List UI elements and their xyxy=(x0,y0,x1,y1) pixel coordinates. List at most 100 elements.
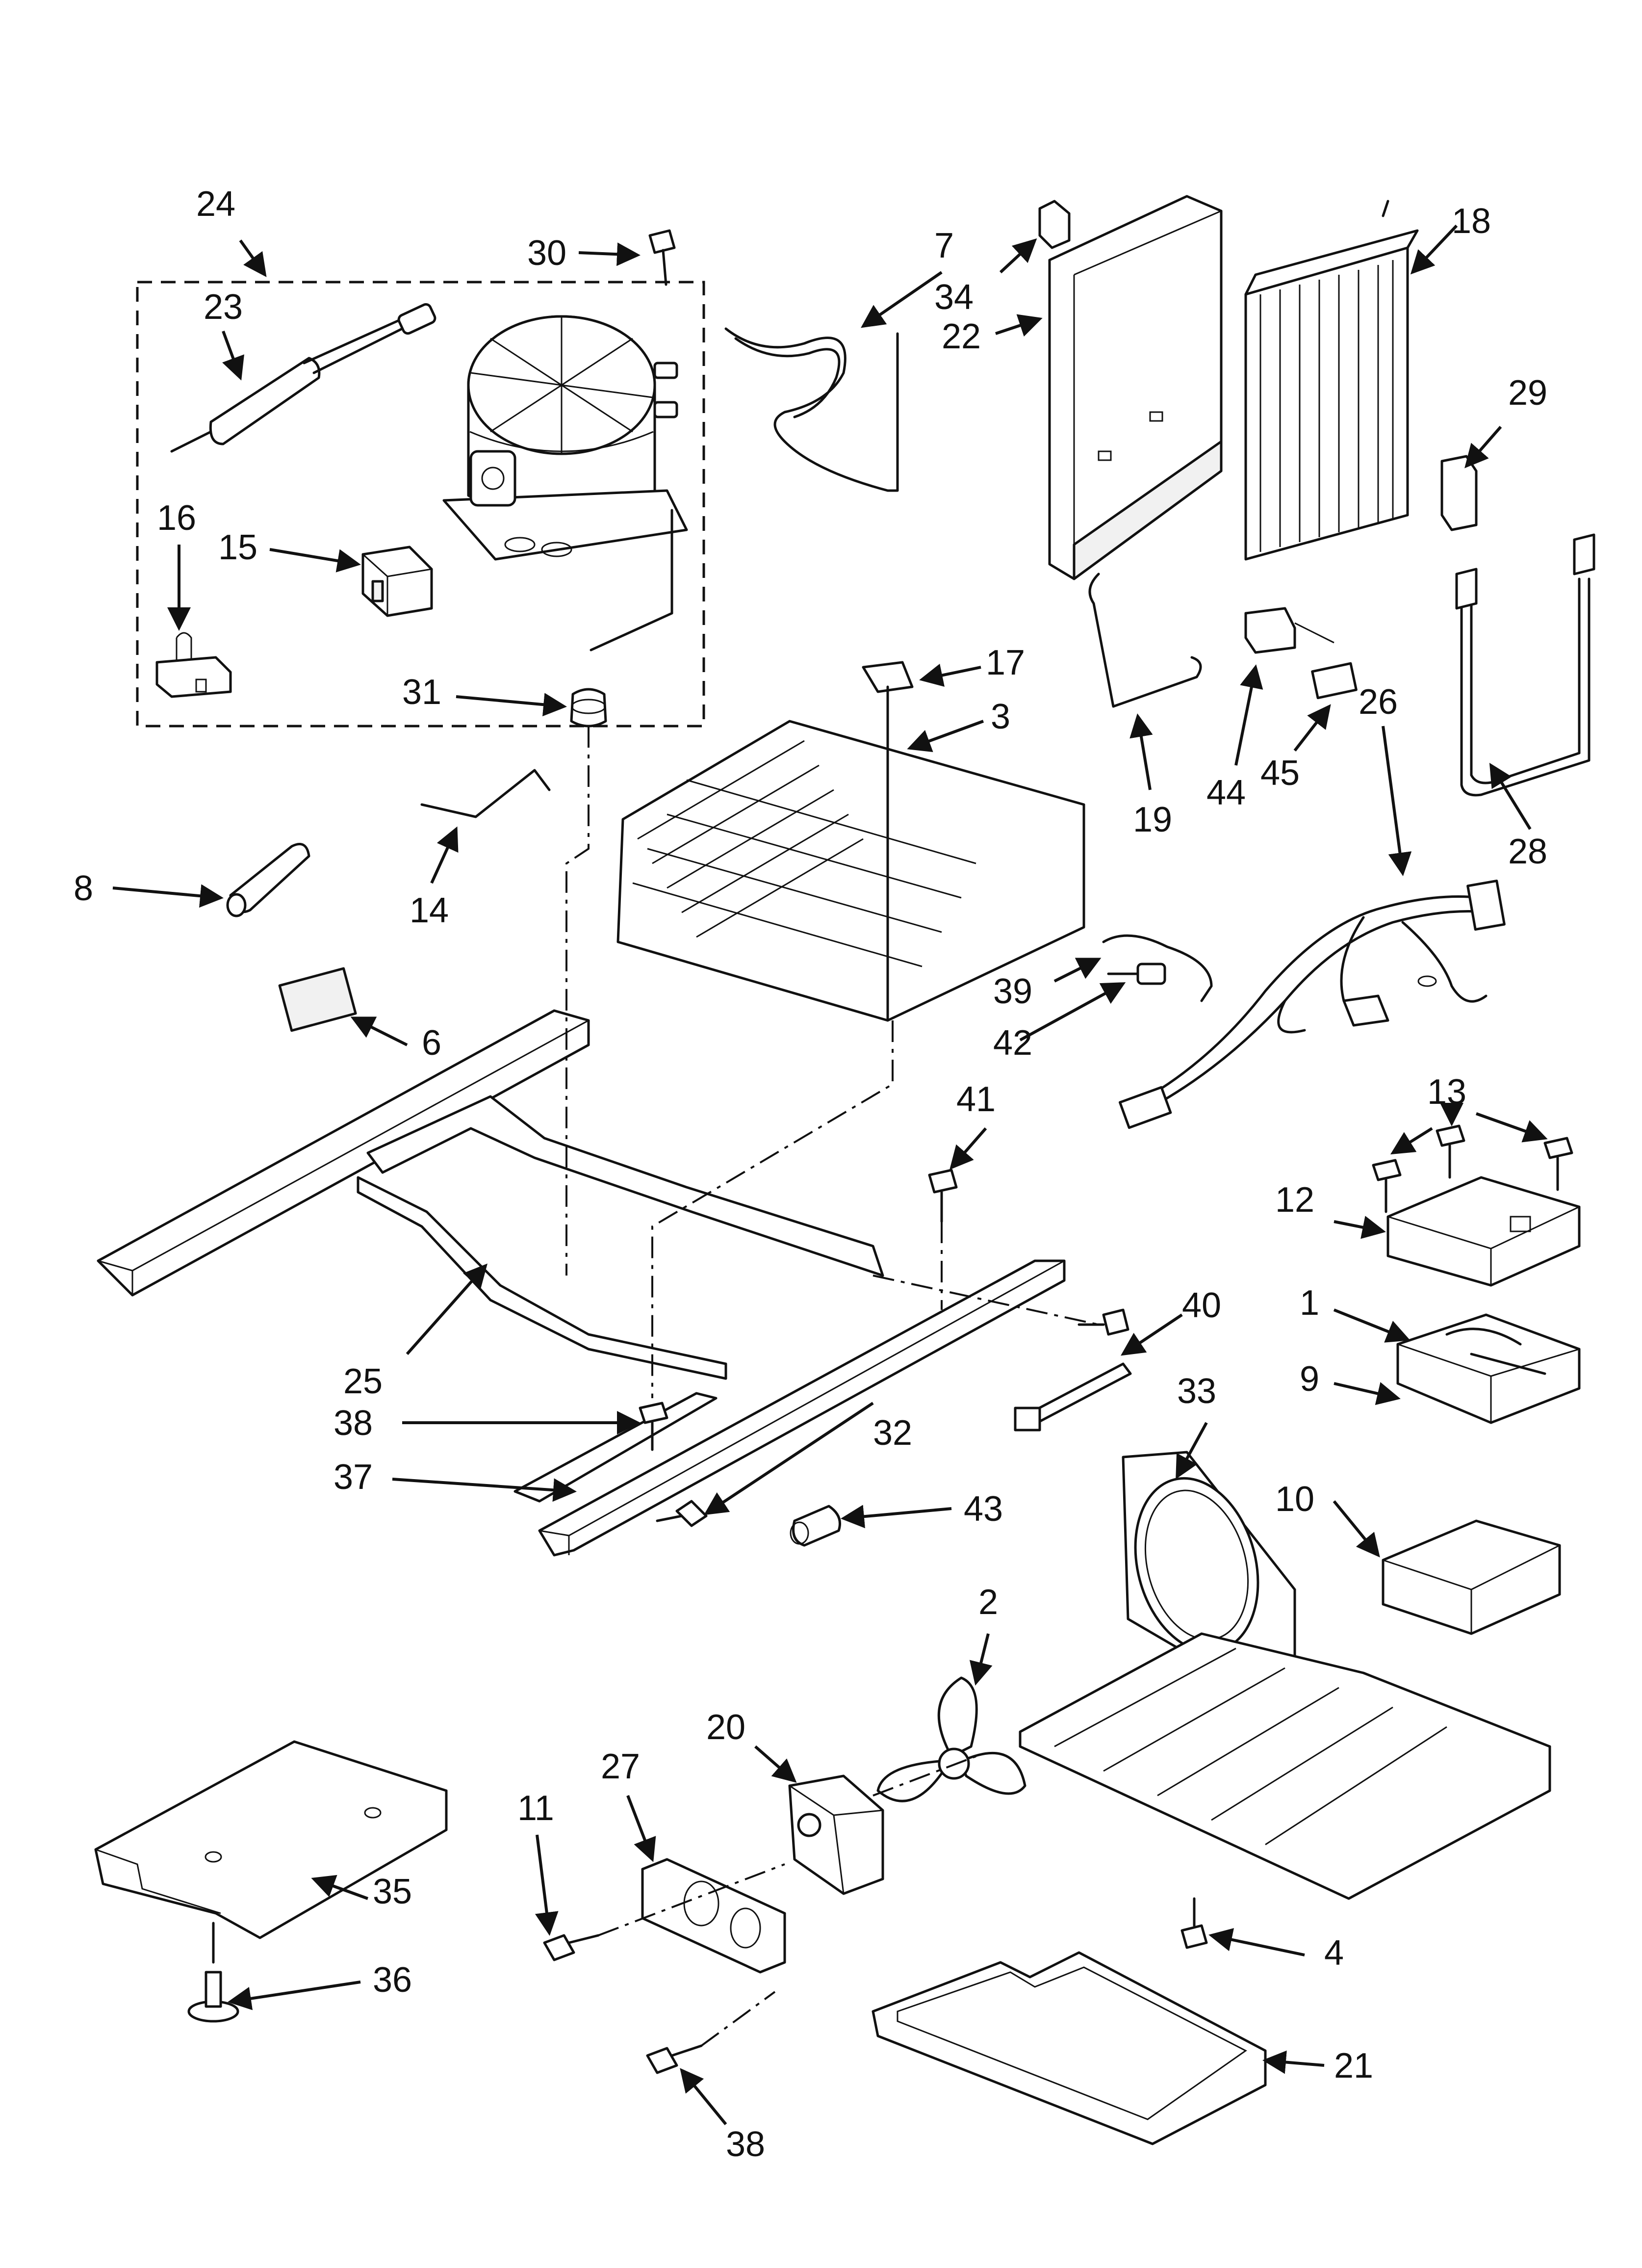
callout-33: 33 xyxy=(1177,1372,1216,1411)
wire-39-icon xyxy=(1102,934,1213,1002)
bottom-panel-icon xyxy=(94,1740,448,1939)
leader-42 xyxy=(1019,982,1126,1042)
leader-15 xyxy=(269,548,361,573)
leader-26 xyxy=(1382,726,1412,876)
leader-8 xyxy=(112,884,224,908)
grommet-icon xyxy=(570,688,607,728)
callout-45: 45 xyxy=(1260,754,1300,793)
callout-36: 36 xyxy=(373,1960,412,2000)
callout-26: 26 xyxy=(1359,682,1398,722)
cylinder-icon xyxy=(226,843,310,917)
leader-30 xyxy=(578,242,641,266)
compressor-assembly-box xyxy=(136,281,705,728)
leader-13a xyxy=(1390,1127,1433,1155)
callout-30: 30 xyxy=(527,234,566,273)
leader-39 xyxy=(1053,958,1102,983)
leader-32 xyxy=(703,1402,874,1515)
hook-icon xyxy=(1088,573,1202,708)
callout-41: 41 xyxy=(956,1080,996,1119)
board-tray-icon xyxy=(1382,1519,1561,1635)
callout-38a: 38 xyxy=(334,1404,373,1443)
leader-24 xyxy=(239,239,267,277)
screw-icon xyxy=(639,1402,668,1451)
leader-23 xyxy=(222,330,245,381)
callout-12: 12 xyxy=(1275,1180,1314,1220)
leader-1 xyxy=(1333,1308,1411,1343)
screw-icon xyxy=(543,1934,600,1961)
foot-icon xyxy=(187,1971,239,2023)
fan-shroud-icon xyxy=(1122,1451,1296,1689)
drier-icon xyxy=(170,303,436,453)
callout-35: 35 xyxy=(373,1872,412,1911)
base-frame-icon xyxy=(97,1009,1066,1557)
callout-3: 3 xyxy=(991,697,1010,736)
leader-31 xyxy=(456,693,567,717)
leader-45 xyxy=(1293,704,1331,752)
callout-27: 27 xyxy=(601,1747,640,1786)
leader-44 xyxy=(1234,664,1263,766)
callout-16: 16 xyxy=(157,498,196,538)
clip-icon xyxy=(1038,200,1071,249)
leader-9 xyxy=(1334,1382,1401,1405)
callout-38b: 38 xyxy=(726,2125,765,2164)
callout-22: 22 xyxy=(942,317,981,356)
fan-blade-icon xyxy=(876,1676,1026,1802)
leader-7 xyxy=(861,271,943,328)
leader-20 xyxy=(754,1745,797,1783)
callout-8: 8 xyxy=(74,869,93,908)
leader-3 xyxy=(907,720,984,753)
callout-24: 24 xyxy=(196,184,235,224)
callout-40: 40 xyxy=(1182,1286,1221,1325)
compressor-icon xyxy=(442,315,688,561)
compressor-leg-line xyxy=(590,509,673,652)
callout-1: 1 xyxy=(1300,1283,1319,1323)
control-cover-icon xyxy=(1386,1176,1581,1287)
control-board-icon xyxy=(1396,1313,1581,1424)
leader-27 xyxy=(626,1795,656,1862)
callout-15: 15 xyxy=(218,528,257,567)
callout-11: 11 xyxy=(517,1789,554,1828)
leader-11 xyxy=(535,1834,559,1936)
callout-39: 39 xyxy=(993,972,1032,1011)
callout-31: 31 xyxy=(402,673,441,712)
callout-2: 2 xyxy=(978,1583,998,1622)
callout-20: 20 xyxy=(706,1708,745,1747)
wire-icon xyxy=(420,769,551,818)
leader-13c xyxy=(1475,1112,1548,1143)
connector-44-icon xyxy=(1244,607,1334,654)
callout-17: 17 xyxy=(986,643,1025,682)
leader-25 xyxy=(406,1263,487,1355)
leader-38b xyxy=(680,2068,727,2125)
leader-28 xyxy=(1489,762,1532,830)
bent-tube-icon xyxy=(1455,533,1595,797)
screw-icon xyxy=(1436,1124,1465,1179)
callout-23: 23 xyxy=(204,287,243,327)
screw-icon xyxy=(928,1169,958,1223)
leader-6 xyxy=(350,1017,408,1046)
callout-7: 7 xyxy=(934,226,954,265)
callout-21: 21 xyxy=(1334,2046,1373,2086)
callout-10: 10 xyxy=(1275,1480,1314,1519)
connector-45-icon xyxy=(1311,662,1358,700)
screw-icon xyxy=(646,2044,703,2074)
leader-43 xyxy=(841,1505,952,1529)
tube-icon xyxy=(724,327,899,492)
leader-35 xyxy=(311,1875,369,1900)
callout-14: 14 xyxy=(410,891,449,930)
screw-icon xyxy=(1180,1897,1208,1949)
callout-13: 13 xyxy=(1427,1072,1466,1112)
screw-icon xyxy=(656,1500,708,1527)
leader-41 xyxy=(949,1127,987,1170)
drain-pan-icon xyxy=(872,1951,1267,2145)
callout-28: 28 xyxy=(1508,832,1547,871)
start-device-icon xyxy=(361,546,433,617)
motor-bracket-icon xyxy=(641,1858,786,1974)
guide-line xyxy=(700,1991,776,2047)
callout-32: 32 xyxy=(873,1413,912,1453)
leader-17 xyxy=(919,663,981,687)
callout-34: 34 xyxy=(934,278,974,317)
base-pan-icon xyxy=(1019,1632,1551,1900)
leader-19 xyxy=(1129,713,1153,790)
